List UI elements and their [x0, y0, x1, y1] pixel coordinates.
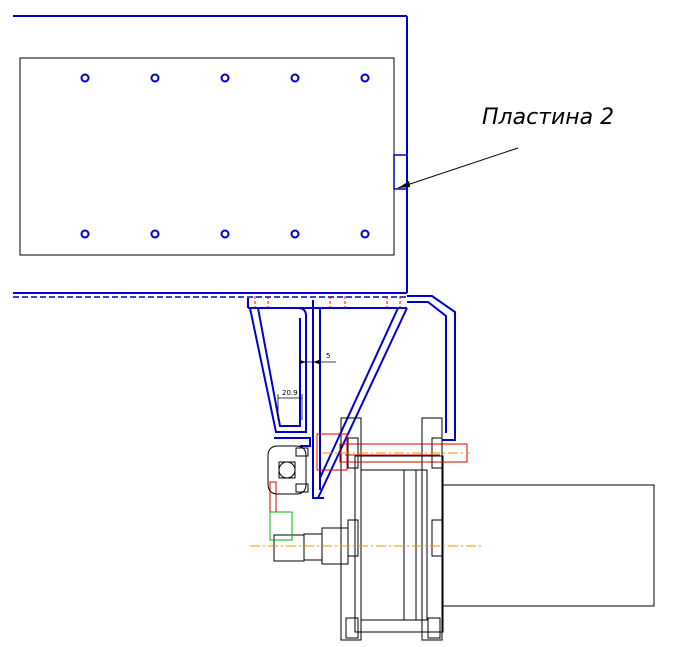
dimension-gap: 5	[300, 352, 336, 364]
leader-arrow	[398, 181, 410, 188]
callout: Пластина 2	[397, 105, 614, 189]
guide-roller	[267, 445, 309, 495]
plate-with-bolt-holes	[19, 57, 408, 256]
wheel-assembly	[273, 417, 444, 641]
dimension-width-text: 20.9	[282, 389, 298, 397]
dimension-width: 20.9	[277, 389, 303, 420]
leader-line	[397, 147, 519, 189]
green-block	[269, 511, 293, 541]
bolt-assembly	[269, 433, 468, 513]
dimension-gap-text: 5	[326, 352, 330, 360]
bolt-holes	[80, 73, 370, 239]
axis-lines	[250, 452, 484, 547]
bracket	[247, 295, 456, 499]
callout-label: Пластина 2	[482, 105, 614, 130]
frame-rail	[13, 15, 408, 298]
hidden-bolt-lines	[254, 296, 401, 308]
